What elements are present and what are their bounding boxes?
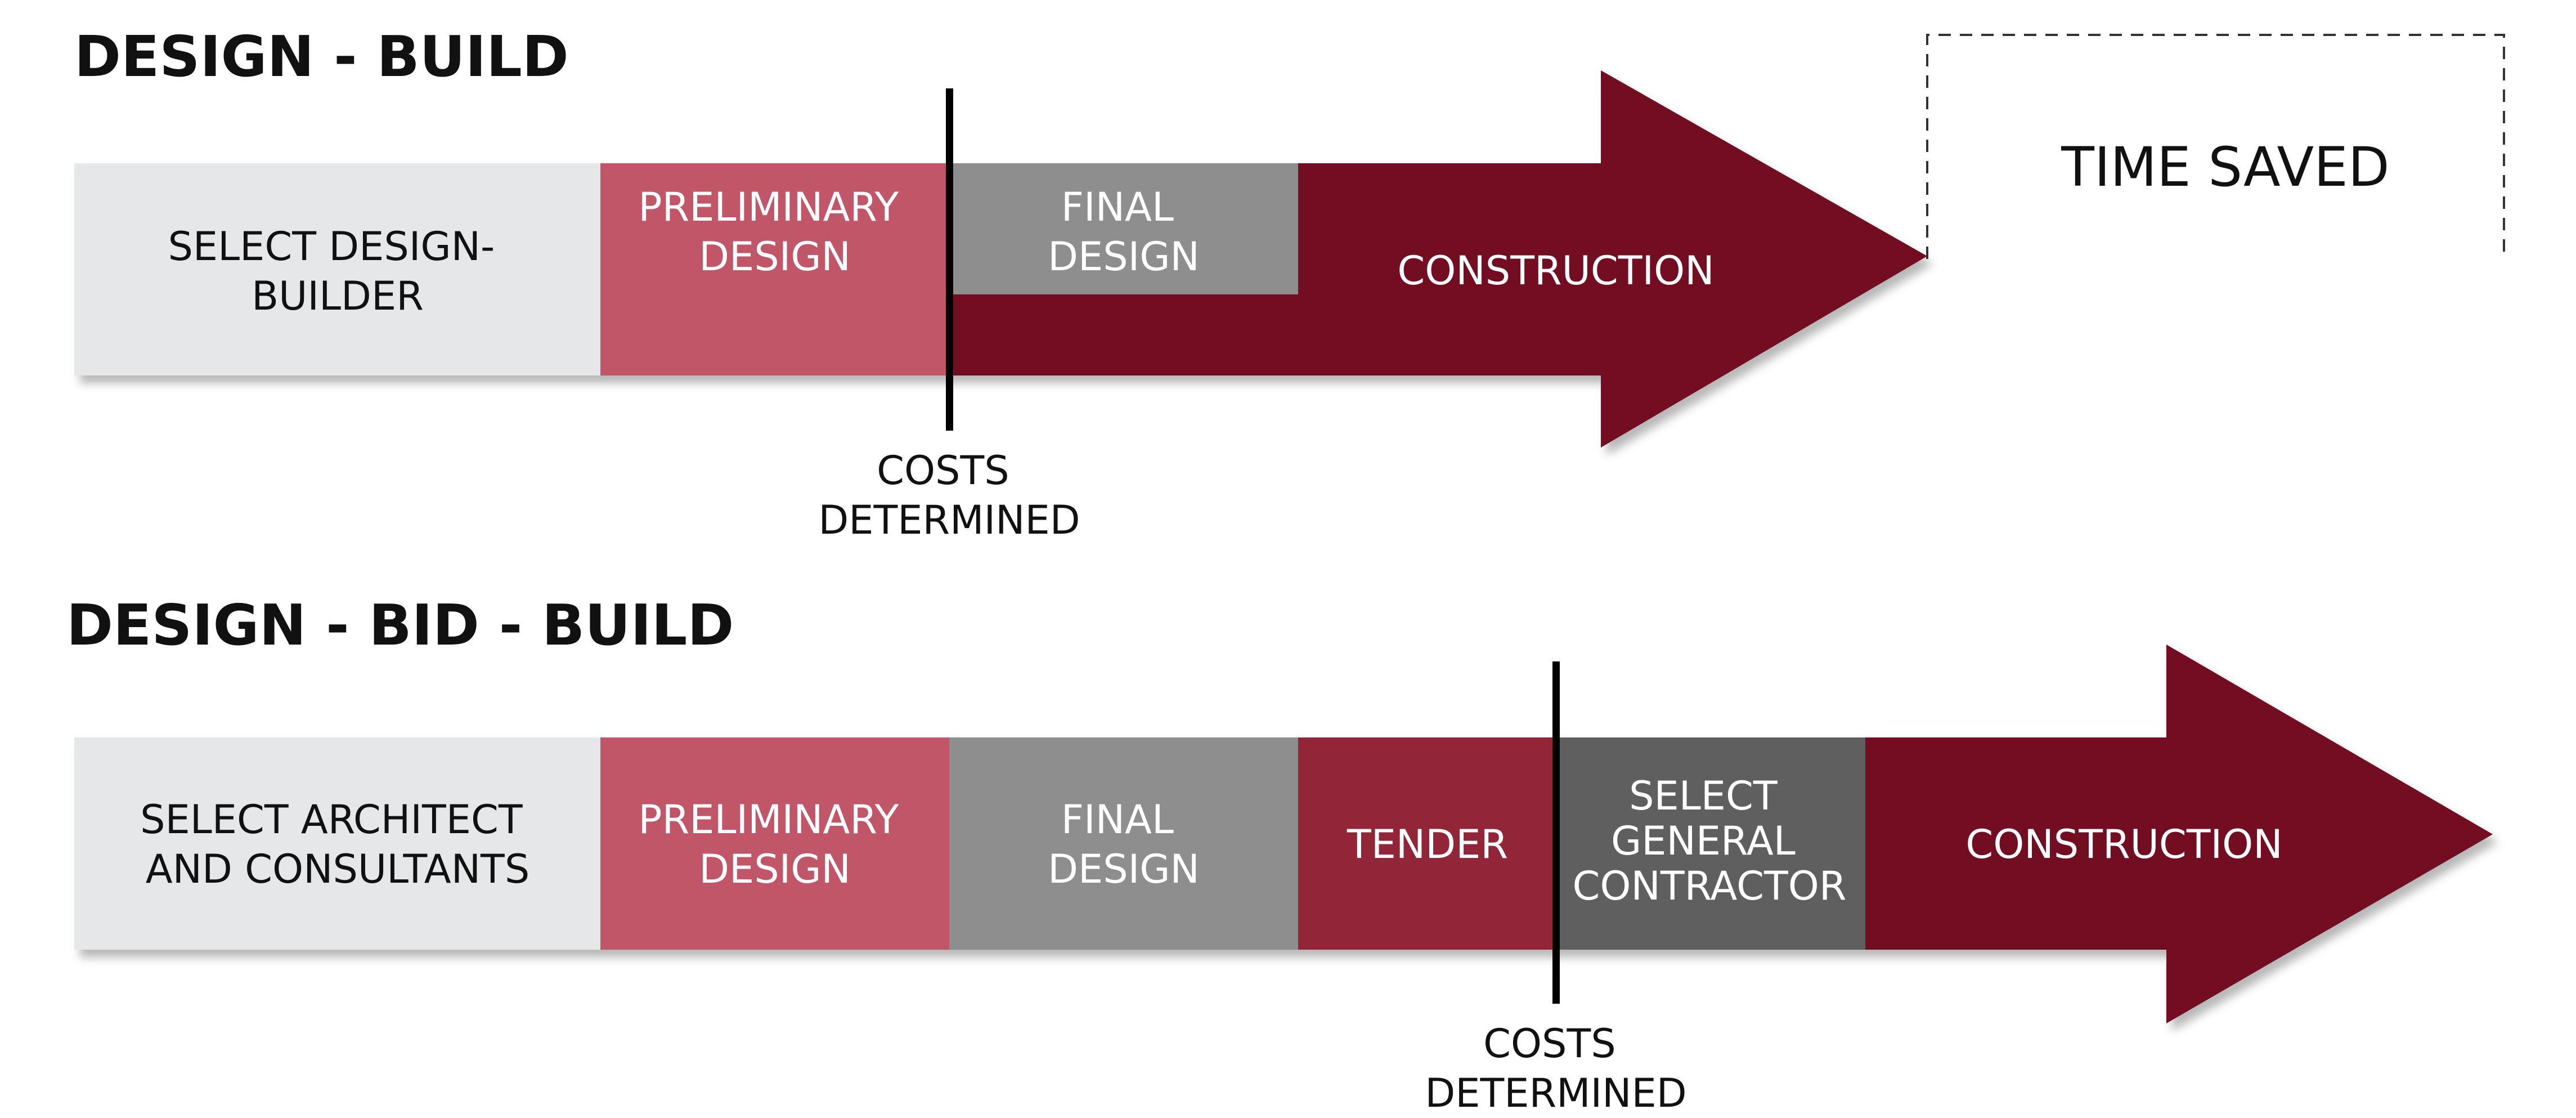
design-bid-build-timeline — [74, 645, 2493, 1023]
costs-determined-label: COSTS DETERMINED — [1425, 1021, 1686, 1116]
label-preliminary-design: PRELIMINARY DESIGN — [638, 184, 911, 280]
label-final-design: FINAL DESIGN — [1048, 184, 1200, 280]
costs-determined-label: COSTS DETERMINED — [818, 448, 1080, 543]
segment-select-general-contractor — [1557, 737, 1865, 950]
segment-select-architect — [74, 737, 600, 950]
label-construction: CONSTRUCTION — [1397, 248, 1714, 294]
segment-final-design — [949, 163, 1298, 294]
label-select-general-contractor: SELECT GENERAL CONTRACTOR — [1573, 773, 1847, 909]
time-saved-label: TIME SAVED — [2061, 136, 2389, 199]
label-select-design-builder: SELECT DESIGN- BUILDER — [168, 223, 507, 319]
design-bid-build-title: DESIGN - BID - BUILD — [66, 592, 734, 658]
costs-determined-marker — [946, 88, 953, 431]
label-select-architect: SELECT ARCHITECT AND CONSULTANTS — [140, 797, 535, 892]
label-final-design: FINAL DESIGN — [1048, 797, 1200, 892]
segment-select-design-builder — [74, 163, 600, 375]
segment-construction-arrow — [1865, 645, 2493, 1023]
time-saved-box — [1926, 34, 2505, 259]
costs-determined-marker — [1552, 661, 1560, 1004]
segment-preliminary-design — [600, 737, 949, 950]
label-construction: CONSTRUCTION — [1965, 821, 2282, 867]
label-preliminary-design: PRELIMINARY DESIGN — [638, 797, 911, 892]
design-build-title: DESIGN - BUILD — [74, 24, 569, 90]
segment-preliminary-design — [600, 163, 949, 375]
segment-tender — [1298, 737, 1557, 950]
label-tender: TENDER — [1347, 821, 1508, 867]
segment-final-design — [949, 737, 1298, 950]
design-build-timeline — [74, 70, 1927, 448]
